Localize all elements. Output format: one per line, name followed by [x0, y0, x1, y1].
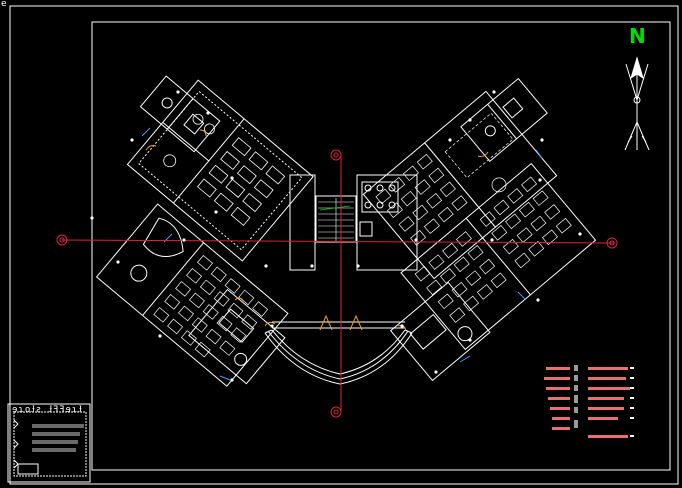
- north-arrow-icon: [624, 56, 650, 151]
- left-bottom-room: [188, 288, 286, 385]
- entrance-bridge: [264, 321, 413, 385]
- right-top-rooms: [460, 77, 548, 162]
- legend: [544, 365, 634, 438]
- door-swings: [145, 129, 489, 331]
- left-upper-wing: [126, 79, 314, 262]
- axis-marker-icon: [56, 149, 618, 418]
- title-block: [7, 403, 91, 483]
- central-core: [289, 174, 418, 271]
- window-title-fragment: e: [1, 0, 7, 9]
- column-points: [90, 90, 582, 382]
- window-accents: [141, 127, 543, 381]
- right-lower-wing: [400, 162, 597, 351]
- axis-lines: [61, 155, 616, 412]
- title-block-heading: ɘɿoɈƨ ɈꟻꟻɘɿɈ: [12, 405, 83, 415]
- sheet-frame: [9, 5, 679, 485]
- left-lower-wing: [95, 203, 289, 387]
- north-label: N: [629, 24, 646, 48]
- left-top-rooms: [139, 75, 221, 153]
- right-upper-wing: [362, 90, 558, 280]
- right-bottom-room: [389, 281, 491, 382]
